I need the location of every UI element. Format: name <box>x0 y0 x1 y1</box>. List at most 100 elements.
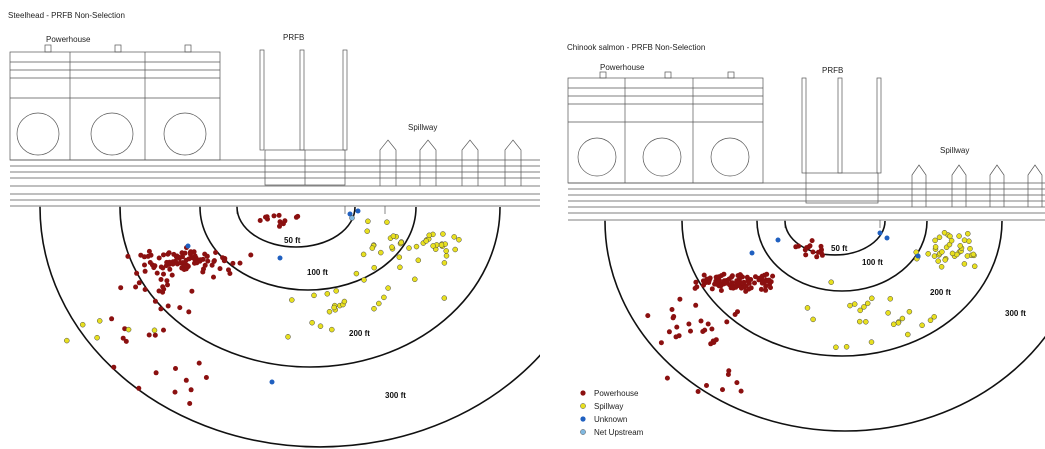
detection-point-powerhouse <box>737 272 743 278</box>
detection-point-powerhouse <box>153 370 159 376</box>
detection-point-powerhouse <box>770 273 776 279</box>
panel-steelhead: Steelhead - PRFB Non-Selection <box>8 11 540 448</box>
detection-point-powerhouse <box>165 282 170 288</box>
detection-point-powerhouse <box>748 285 754 291</box>
detection-point-powerhouse <box>730 285 736 291</box>
detection-point-powerhouse <box>203 375 209 380</box>
detection-point-powerhouse <box>735 309 740 315</box>
detection-point-spillway <box>333 288 339 294</box>
legend-swatch-net-upstream <box>580 429 586 435</box>
detection-point-spillway <box>369 245 376 251</box>
detection-point-unknown <box>775 237 781 243</box>
detection-point-powerhouse <box>165 251 171 257</box>
detection-point-powerhouse <box>693 279 699 285</box>
detection-point-powerhouse <box>720 387 725 393</box>
detection-point-spillway <box>360 251 367 258</box>
detection-point-powerhouse <box>276 212 282 218</box>
detection-point-spillway <box>440 231 446 237</box>
detection-point-powerhouse <box>186 309 192 315</box>
detection-point-powerhouse <box>804 245 810 251</box>
detection-point-spillway <box>942 257 948 263</box>
detection-point-spillway <box>289 297 295 303</box>
detection-point-powerhouse <box>173 254 179 260</box>
detection-point-powerhouse <box>226 267 231 273</box>
detection-point-spillway <box>353 270 360 277</box>
detection-point-spillway <box>406 245 412 251</box>
detection-point-spillway <box>317 323 324 329</box>
detection-point-spillway <box>971 263 978 270</box>
ring-100ft <box>199 206 417 291</box>
detection-point-powerhouse <box>146 248 152 254</box>
detection-point-spillway <box>311 292 317 299</box>
detection-point-spillway <box>79 321 86 328</box>
detection-point-powerhouse <box>136 280 142 286</box>
detection-point-powerhouse <box>673 334 679 340</box>
detection-point-spillway <box>398 239 404 246</box>
ring-label-200ft: 200 ft <box>930 288 951 297</box>
detection-point-powerhouse <box>753 274 758 280</box>
prfb-label: PRFB <box>283 33 304 42</box>
detection-point-powerhouse <box>183 377 189 383</box>
detection-point-spillway <box>932 244 939 250</box>
detection-point-powerhouse <box>161 327 166 333</box>
detection-point-spillway <box>94 334 100 341</box>
detection-point-spillway <box>326 308 333 315</box>
powerhouse-label: Powerhouse <box>46 35 91 44</box>
detection-point-spillway <box>864 300 871 307</box>
detection-point-spillway <box>856 318 863 325</box>
detection-point-spillway <box>949 250 956 257</box>
detection-point-spillway <box>905 331 911 338</box>
ring-label-300ft: 300 ft <box>1005 309 1026 318</box>
spillway-label: Spillway <box>408 123 437 132</box>
detection-point-spillway <box>381 294 387 301</box>
detection-point-spillway <box>927 317 934 324</box>
powerhouse-label: Powerhouse <box>600 63 645 72</box>
detection-point-powerhouse <box>188 251 193 257</box>
detection-point-unknown <box>269 379 275 385</box>
detection-point-powerhouse <box>160 284 166 290</box>
detection-point-spillway <box>966 238 972 244</box>
detection-point-spillway <box>378 249 384 256</box>
detection-point-powerhouse <box>695 389 701 394</box>
detection-point-powerhouse <box>209 262 215 268</box>
detection-point-powerhouse <box>158 306 164 312</box>
ring-label-300ft: 300 ft <box>385 391 406 400</box>
detection-point-spillway <box>869 295 875 302</box>
legend-swatch-powerhouse <box>580 390 586 396</box>
detection-point-powerhouse <box>645 313 651 319</box>
detection-point-powerhouse <box>257 218 263 223</box>
detection-point-powerhouse <box>723 280 729 286</box>
detection-point-powerhouse <box>714 281 720 287</box>
detection-points <box>645 229 978 394</box>
detection-point-powerhouse <box>763 283 769 289</box>
detection-point-powerhouse <box>295 213 301 219</box>
detection-point-powerhouse <box>123 338 129 344</box>
dam-structure <box>9 44 540 214</box>
detection-point-spillway <box>441 260 448 266</box>
detection-point-powerhouse <box>709 286 715 292</box>
detection-point-spillway <box>151 327 158 334</box>
detection-point-spillway <box>309 319 315 326</box>
detection-point-powerhouse <box>726 368 732 374</box>
detection-point-powerhouse <box>280 221 286 227</box>
detection-point-powerhouse <box>189 288 195 294</box>
ring-label-50ft: 50 ft <box>831 244 848 253</box>
detection-point-powerhouse <box>814 254 820 260</box>
detection-point-powerhouse <box>133 284 139 290</box>
detection-point-powerhouse <box>743 283 749 289</box>
detection-point-powerhouse <box>748 277 754 282</box>
detection-point-powerhouse <box>211 259 217 264</box>
detection-point-spillway <box>890 321 897 328</box>
detection-point-powerhouse <box>729 274 734 280</box>
detection-point-spillway <box>415 257 422 264</box>
detection-point-spillway <box>441 295 448 301</box>
detection-point-powerhouse <box>180 260 185 266</box>
detection-point-powerhouse <box>738 388 744 394</box>
detection-point-powerhouse <box>161 271 166 277</box>
detection-point-powerhouse <box>702 327 708 333</box>
detection-point-powerhouse <box>152 332 158 338</box>
detection-point-powerhouse <box>134 270 140 276</box>
detection-point-powerhouse <box>701 272 707 278</box>
detection-point-powerhouse <box>717 278 722 283</box>
detection-point-spillway <box>365 218 371 225</box>
